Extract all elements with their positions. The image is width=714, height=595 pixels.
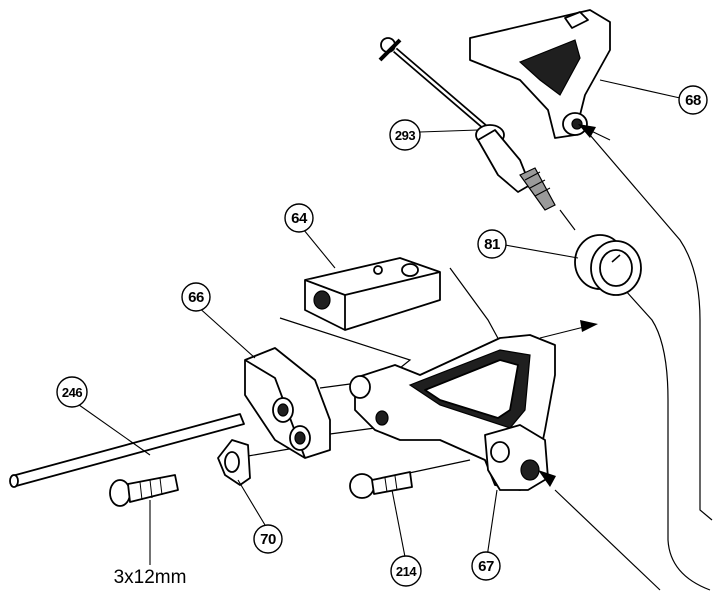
callout-68-label: 68 — [685, 92, 701, 109]
part-68-upper-arm — [469, 9, 611, 139]
part-214-ball-stud — [349, 471, 413, 499]
part-70-clip — [217, 439, 251, 486]
callout-64: 64 — [284, 203, 314, 233]
callout-66: 66 — [181, 282, 211, 312]
callout-293-label: 293 — [395, 128, 415, 143]
part-64-pivot-block — [304, 257, 441, 331]
part-81-bearing — [574, 234, 642, 296]
callout-81-label: 81 — [484, 236, 500, 253]
arrow-right-upper — [539, 320, 598, 339]
callout-70: 70 — [253, 524, 283, 554]
callout-70-label: 70 — [260, 531, 276, 548]
screw-size-label: 3x12mm — [114, 567, 187, 588]
part-67-lower-arm — [349, 334, 556, 491]
callout-214-label: 214 — [396, 564, 417, 579]
callout-67-label: 67 — [478, 558, 494, 575]
callout-214: 214 — [390, 555, 422, 587]
arrow-68 — [578, 124, 611, 141]
part-293-drive-shaft — [378, 37, 556, 211]
callout-246-label: 246 — [62, 385, 82, 400]
callout-64-label: 64 — [291, 210, 308, 227]
part-66-mount — [244, 347, 331, 459]
callout-246: 246 — [56, 376, 88, 408]
assembly-guide-lines — [247, 134, 713, 591]
part-246-pin — [9, 413, 245, 488]
part-screw-3x12 — [109, 474, 179, 507]
callout-81: 81 — [477, 229, 507, 259]
callout-293: 293 — [389, 119, 421, 151]
callout-66-label: 66 — [188, 289, 204, 306]
callout-68: 68 — [678, 85, 708, 115]
callout-67: 67 — [471, 551, 501, 581]
callout-leaders — [71, 79, 681, 565]
arrow-67 — [538, 470, 556, 487]
